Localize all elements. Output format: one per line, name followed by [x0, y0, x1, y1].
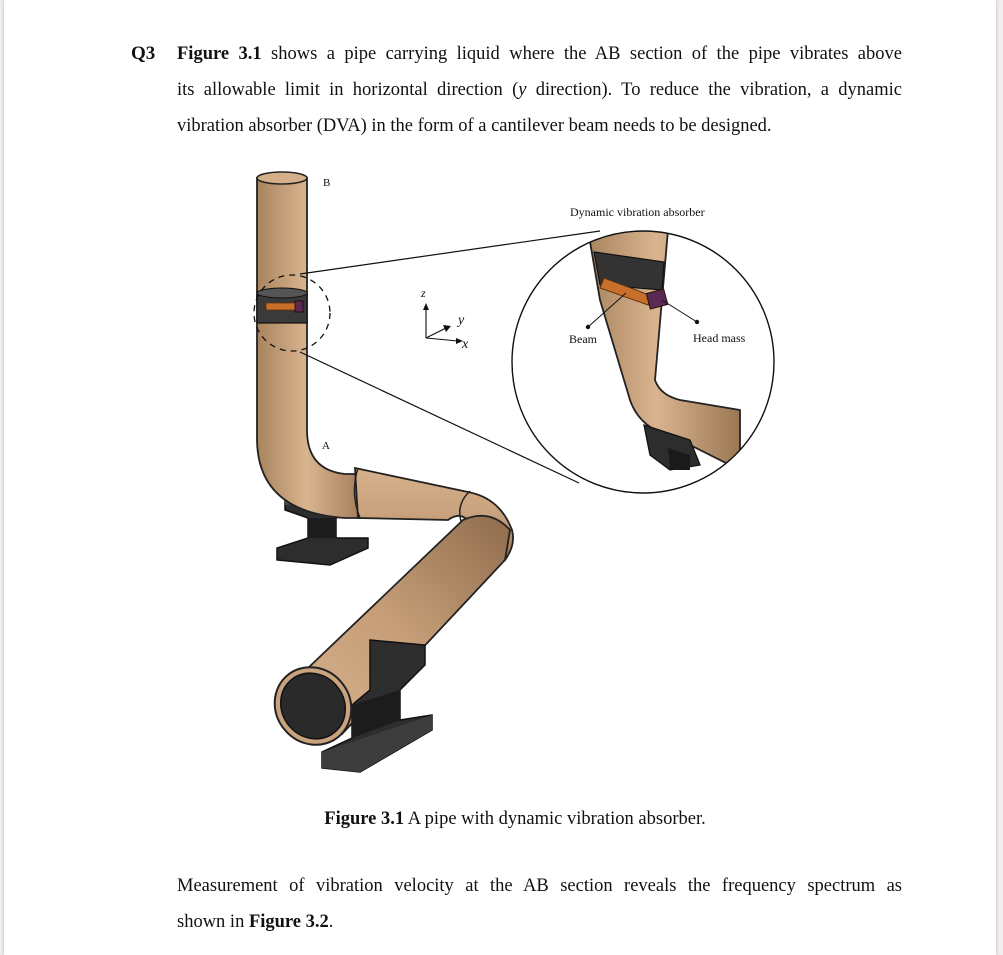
head-mass-pointer	[661, 299, 698, 323]
figure-reference: Figure 3.1	[177, 44, 262, 64]
measurement-line-1: Measurement of vibration velocity at the…	[177, 876, 902, 896]
question-number: Q3	[131, 43, 156, 64]
question-line-3: vibration absorber (DVA) in the form of …	[177, 116, 772, 136]
zoom-line-bottom	[299, 351, 580, 484]
zoom-line-top	[299, 230, 601, 275]
coordinate-axes	[423, 303, 463, 344]
document-page	[4, 0, 996, 955]
caption-figure-reference: Figure 3.1	[324, 809, 405, 829]
y-variable: y	[518, 80, 527, 100]
figure-3-2-reference: Figure 3.2	[248, 912, 329, 932]
question-text: Figure 3.1 shows a pipe carrying liquid …	[177, 36, 902, 144]
pipe-clamp	[256, 287, 308, 324]
measurement-line-2: shown in Figure 3.2.	[177, 912, 334, 932]
lower-support	[321, 639, 433, 773]
axis-y-label: y	[456, 313, 465, 328]
dva-highlight-ellipse	[253, 274, 331, 352]
question-line-2: its allowable limit in horizontal direct…	[177, 80, 902, 100]
head-mass-pointer-dot	[694, 319, 700, 325]
beam-pointer-dot	[585, 324, 591, 330]
axis-x-label: x	[461, 337, 469, 352]
dva-label: Dynamic vibration absorber	[570, 205, 705, 219]
head-mass-label: Head mass	[693, 331, 746, 345]
figure-caption: Figure 3.1 A pipe with dynamic vibration…	[324, 809, 706, 829]
label-a: A	[322, 440, 330, 452]
axis-z-label: z	[420, 286, 426, 300]
label-b: B	[323, 177, 330, 189]
zoom-circle	[511, 230, 775, 494]
question-line-1: Figure 3.1 shows a pipe carrying liquid …	[177, 44, 902, 64]
beam-label: Beam	[569, 332, 598, 346]
measurement-text: Measurement of vibration velocity at the…	[177, 868, 902, 940]
zoom-detail	[512, 231, 774, 493]
pipe-open-end	[273, 666, 353, 746]
beam-pointer	[587, 292, 627, 328]
vertical-pipe-ab	[256, 171, 369, 519]
